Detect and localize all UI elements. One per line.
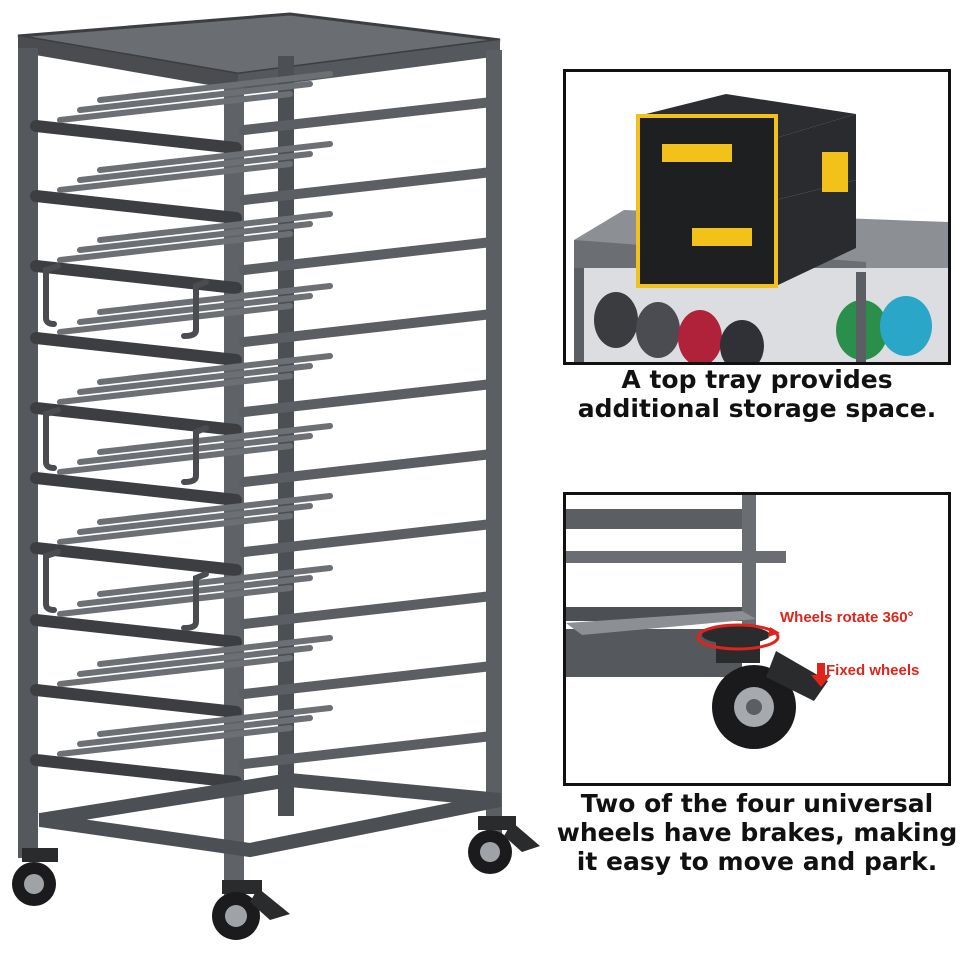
rotation-arrow-icon [696, 623, 780, 651]
shelf-7 [30, 493, 497, 576]
wheels-rotate-label: Wheels rotate 360° [780, 609, 914, 626]
caster-caption: Two of the four universal wheels have br… [553, 789, 960, 876]
shelf-4 [30, 283, 497, 366]
shelf-10 [30, 705, 497, 788]
caster-caption-line2: wheels have brakes, making [556, 817, 958, 847]
shelf-5 [30, 353, 497, 436]
storage-rack-illustration [12, 12, 540, 940]
base-frame [38, 772, 502, 858]
top-tray-caption-line2: additional storage space. [577, 393, 937, 423]
rear-right-post [486, 50, 502, 840]
caster-detail-inset: Wheels rotate 360° Fixed wheels [563, 492, 951, 786]
caster-closeup [702, 626, 828, 749]
caster-caption-line3: it easy to move and park. [576, 846, 938, 876]
caster-front-right [212, 880, 290, 940]
shelf-group [30, 71, 497, 788]
caster-rear-right [468, 816, 540, 874]
shelf-6 [30, 423, 497, 506]
fixed-wheels-arrow-icon [811, 663, 831, 687]
caster-detail-image [566, 495, 831, 749]
top-tray-detail-image [574, 94, 948, 362]
top-tray-caption: A top tray provides additional storage s… [563, 365, 951, 424]
caster-front-left [12, 848, 58, 906]
fixed-wheels-label: Fixed wheels [826, 662, 920, 679]
shelf-9 [30, 635, 497, 718]
toolbox [636, 94, 856, 288]
side-hooks [43, 263, 209, 631]
shelf-3 [30, 211, 497, 294]
top-tray-caption-line1: A top tray provides [621, 365, 893, 394]
shelf-8 [30, 565, 497, 648]
brake-pedal [766, 651, 828, 701]
top-tray-detail-inset [563, 69, 951, 365]
shelf-1 [30, 71, 497, 154]
shelf-2 [30, 141, 497, 224]
front-left-post [18, 48, 38, 858]
caster-caption-line1: Two of the four universal [580, 789, 934, 818]
